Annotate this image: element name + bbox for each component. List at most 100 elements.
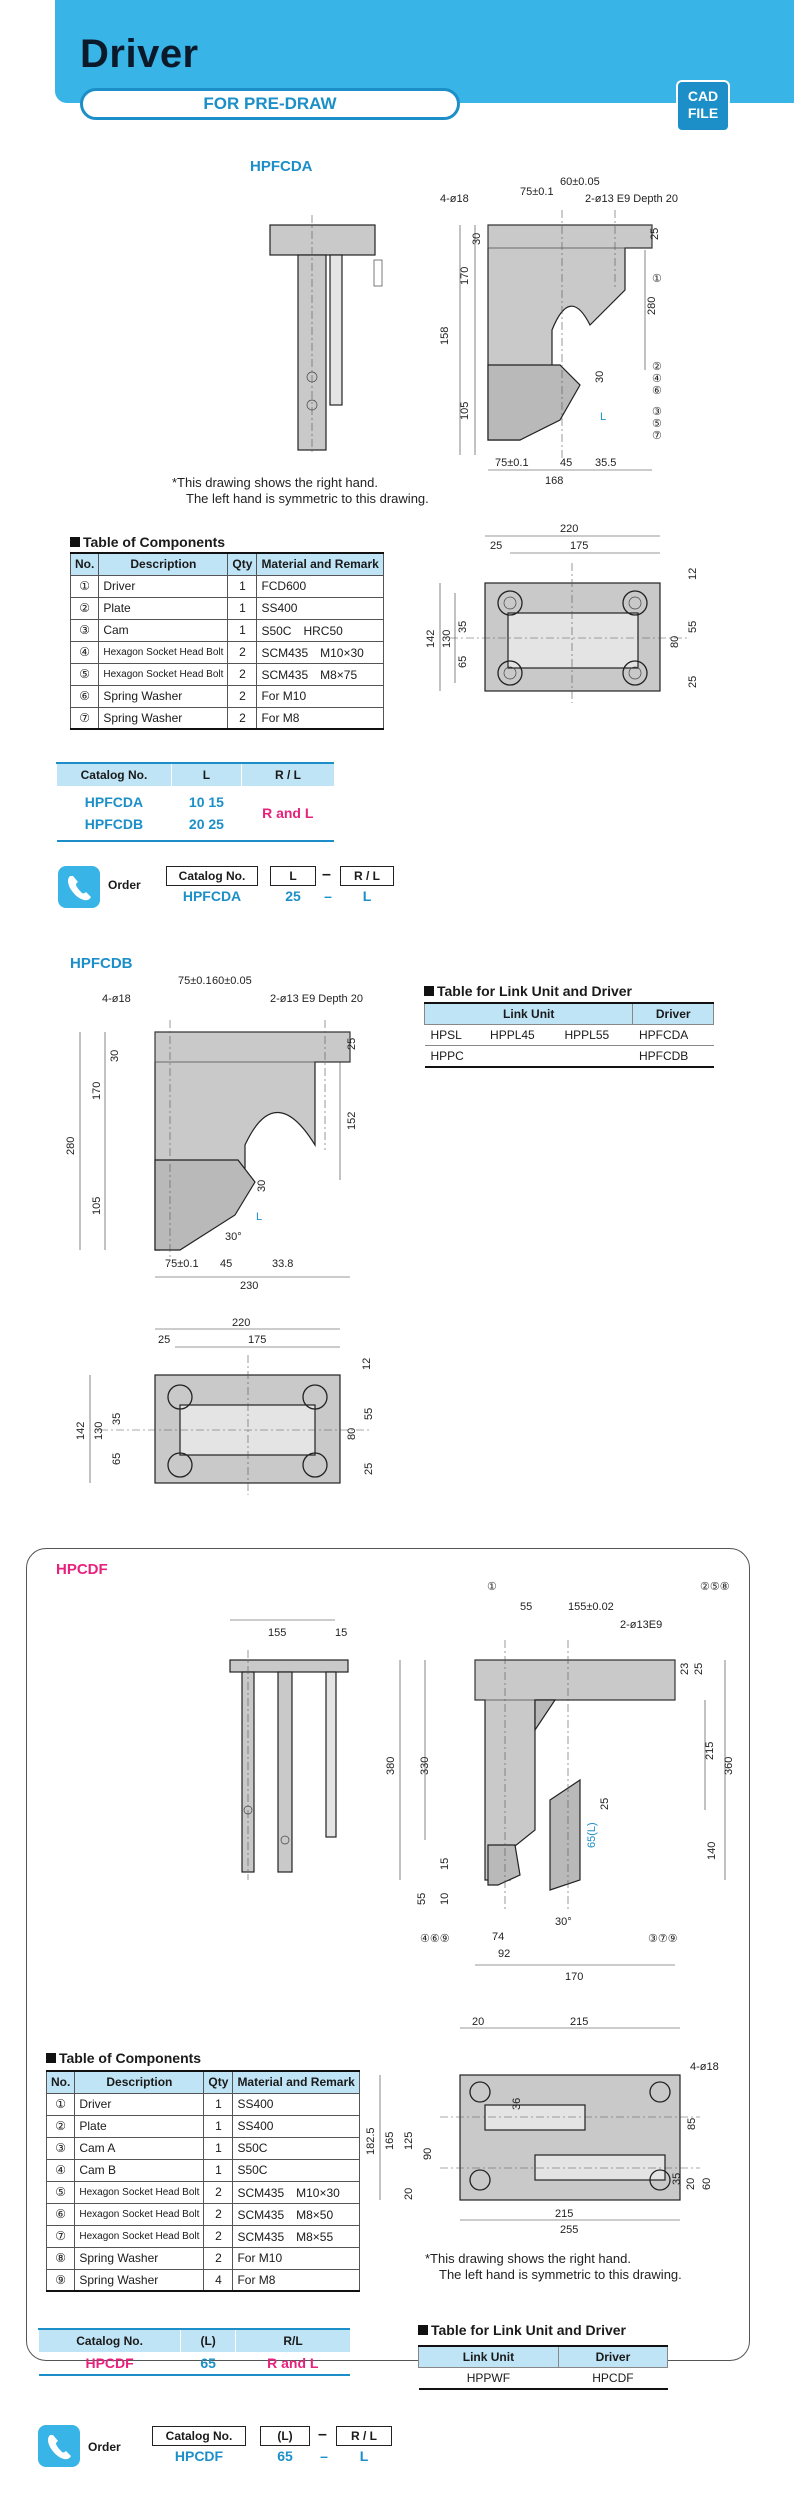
order-box-catalog: Catalog No. [152, 2426, 246, 2446]
order-box-rl: R / L [340, 866, 394, 886]
svg-text:⑦: ⑦ [652, 430, 662, 442]
col-description: Description [98, 552, 229, 576]
order-box-catalog: Catalog No. [166, 866, 258, 886]
dim-105: 105 [91, 1197, 103, 1215]
hpcdf-section-frame [26, 1548, 750, 2361]
cad-badge-line1: CAD [687, 88, 719, 104]
components-table-2: No. Description Qty Material and Remark … [45, 2070, 360, 2292]
svg-text:①: ① [652, 273, 662, 285]
page-title: Driver [80, 32, 199, 76]
dim-30b: 30 [256, 1180, 268, 1192]
dim-175: 175 [248, 1334, 266, 1346]
table-row: HPFCDA 10 15 R and L [84, 794, 314, 821]
col-material: Material and Remark [256, 552, 384, 576]
callout-469: ④⑥⑨ [420, 1933, 450, 1945]
dim-125: 125 [403, 2132, 415, 2150]
dim-65L: 65(L) [586, 1822, 598, 1848]
dim-25: 25 [490, 540, 502, 552]
col-link-unit: Link Unit [418, 2345, 559, 2368]
col-no: No. [45, 2070, 76, 2094]
dim-170: 170 [565, 1971, 583, 1983]
dim-45: 45 [220, 1258, 232, 1270]
dim-25: 25 [346, 1038, 358, 1050]
col-catalog-no: Catalog No. [37, 2329, 181, 2352]
dim-25: 25 [158, 1334, 170, 1346]
col-qty: Qty [227, 552, 258, 576]
dim-L: L [600, 411, 606, 423]
dim-168: 168 [545, 475, 563, 487]
dim-25b: 25 [599, 1798, 611, 1810]
phone-order-icon [38, 2425, 80, 2467]
dim-85: 85 [686, 2118, 698, 2130]
dim-130: 130 [441, 630, 453, 648]
dim-170: 170 [459, 267, 471, 285]
order-box-L: (L) [260, 2426, 310, 2446]
col-L: L [170, 763, 242, 786]
dim-25: 25 [693, 1663, 705, 1675]
callout-379: ③⑦⑨ [648, 1933, 678, 1945]
cad-file-badge[interactable]: CAD FILE [676, 80, 730, 132]
order-dash: – [322, 866, 331, 883]
dim-380: 380 [385, 1757, 397, 1775]
header-band [55, 0, 794, 103]
order-value-catalog: HPFCDA [182, 888, 242, 904]
dim-45: 45 [560, 457, 572, 469]
note-line-2: The left hand is symmetric to this drawi… [439, 2267, 682, 2282]
dim-55: 55 [520, 1601, 532, 1613]
dim-4-18: 4-ø18 [440, 193, 469, 205]
dim-35: 35 [457, 621, 469, 633]
dim-75: 75±0.1 [178, 975, 212, 987]
dim-30deg: 30° [225, 1231, 242, 1243]
dim-2-13e9: 2-ø13E9 [620, 1619, 662, 1631]
phone-order-icon [58, 866, 100, 908]
dim-280: 158 [439, 327, 451, 345]
dim-170: 170 [91, 1082, 103, 1100]
order-label: Order [108, 878, 141, 892]
dim-360: 360 [723, 1757, 735, 1775]
dim-152: 152 [346, 1112, 358, 1130]
drawing-hpfcda-plan: 220 25 175 12 142 130 35 65 80 55 25 [425, 523, 699, 703]
dim-2-13: 2-ø13 E9 Depth 20 [585, 193, 678, 205]
order-value-L: 65 [277, 2448, 293, 2464]
link-table-title-2: Table for Link Unit and Driver [418, 2322, 626, 2338]
dim-75: 75±0.1 [520, 186, 554, 198]
dim-130: 130 [93, 1422, 105, 1440]
dim-15: 15 [335, 1627, 347, 1639]
order-value-rl: L [359, 2448, 369, 2464]
dim-4-18: 4-ø18 [102, 993, 131, 1005]
dim-20b: 20 [403, 2188, 415, 2200]
col-material: Material and Remark [232, 2070, 360, 2094]
dim-155-002: 155±0.02 [568, 1601, 614, 1613]
dim-23: 23 [679, 1663, 691, 1675]
dim-60: 60 [701, 2178, 713, 2190]
dim-55: 55 [687, 621, 699, 633]
drawing-hpcdf-side: ① ②⑤⑧ 55 155±0.02 2-ø13E9 23 25 215 330 … [385, 1581, 735, 1983]
dim-10: 10 [439, 1893, 451, 1905]
model-label-hpcdf: HPCDF [56, 1561, 108, 1578]
dim-L: L [256, 1211, 262, 1223]
dim-2-13: 2-ø13 E9 Depth 20 [270, 993, 363, 1005]
dim-30b: 30 [594, 371, 606, 383]
table-row: HPPWF HPCDF [418, 2367, 668, 2390]
note-hpfcda: *This drawing shows the right hand. The … [172, 475, 429, 507]
dim-92: 92 [498, 1948, 510, 1960]
dim-215: 215 [704, 1742, 716, 1760]
svg-text:⑥: ⑥ [652, 385, 662, 397]
dim-60: 60±0.05 [560, 176, 600, 188]
col-L: (L) [180, 2329, 236, 2352]
link-table-2: Link Unit Driver HPPWF HPCDF [418, 2345, 669, 2390]
svg-text:②: ② [652, 361, 662, 373]
col-rl: R/L [235, 2329, 350, 2352]
components-table-title-2: Table of Components [46, 2050, 201, 2066]
table-row: HPCDF 65 R and L [85, 2355, 319, 2371]
dim-4-18: 4-ø18 [690, 2061, 719, 2073]
